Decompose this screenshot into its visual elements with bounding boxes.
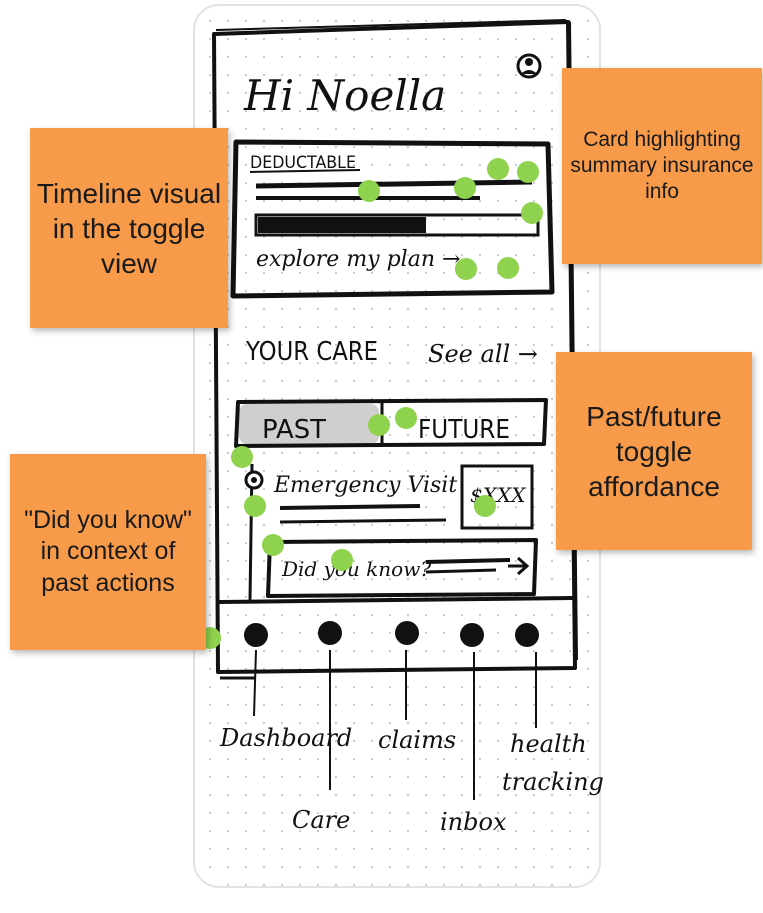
annotation-dot	[368, 414, 390, 436]
note-text: Past/future toggle affordance	[586, 400, 722, 502]
did-you-know-text: Did you know?	[281, 557, 431, 581]
annotation-dot	[358, 180, 380, 202]
nav-label-tracking: tracking	[502, 768, 604, 796]
annotation-dot	[244, 495, 266, 517]
card-title: DEDUCTABLE	[250, 153, 356, 173]
nav-label-health: health	[510, 730, 587, 758]
sticky-note-card-summary: Card highlighting summary insurance info	[562, 68, 762, 264]
annotation-dot	[521, 202, 543, 224]
toggle-past: PAST	[262, 415, 326, 445]
note-text: Timeline visual in the toggle view	[36, 177, 222, 279]
nav-dot-care	[318, 621, 342, 645]
see-all-link: See all →	[428, 340, 538, 368]
toggle-outline	[234, 398, 548, 448]
card-progress-fill	[258, 217, 426, 233]
sticky-note-did-you-know: "Did you know" in context of past action…	[10, 454, 206, 650]
nav-label-care: Care	[292, 806, 350, 834]
annotation-dot	[331, 549, 353, 571]
nav-dot-health	[515, 623, 539, 647]
sticky-note-toggle: Past/future toggle affordance	[556, 352, 752, 550]
note-text: "Did you know" in context of past action…	[24, 506, 192, 597]
phone-outline	[212, 20, 577, 674]
profile-icon	[516, 53, 542, 79]
annotation-dot	[395, 407, 417, 429]
nav-dot-claims	[395, 621, 419, 645]
toggle-future: FUTURE	[418, 415, 510, 445]
nav-label-dashboard: Dashboard	[219, 724, 352, 752]
note-text: Card highlighting summary insurance info	[570, 127, 754, 204]
timeline-item-title: Emergency Visit	[273, 473, 457, 498]
annotation-dot	[454, 177, 476, 199]
annotation-dot	[487, 158, 509, 180]
card-progress-bar	[254, 213, 540, 237]
nav-label-inbox: inbox	[440, 808, 507, 836]
arrow-right-icon	[508, 556, 530, 576]
card-line-1	[255, 179, 533, 189]
annotation-dot	[474, 495, 496, 517]
bottom-nav-divider	[217, 596, 575, 604]
amount-box	[460, 464, 534, 530]
nav-dot-dashboard	[244, 623, 268, 647]
card-link: explore my plan →	[256, 247, 460, 272]
greeting: Hi Noella	[243, 71, 446, 120]
annotation-dot	[517, 161, 539, 183]
nav-dot-inbox	[460, 623, 484, 647]
annotation-dot	[497, 257, 519, 279]
care-section-title: YOUR CARE	[245, 337, 378, 367]
annotation-dot	[262, 534, 284, 556]
annotation-dot	[231, 446, 253, 468]
summary-card	[230, 139, 555, 299]
did-you-know-card	[266, 538, 538, 598]
sticky-note-timeline: Timeline visual in the toggle view	[30, 128, 228, 328]
nav-label-claims: claims	[378, 726, 456, 754]
annotation-dot	[455, 258, 477, 280]
toggle-past-highlight	[239, 404, 379, 444]
